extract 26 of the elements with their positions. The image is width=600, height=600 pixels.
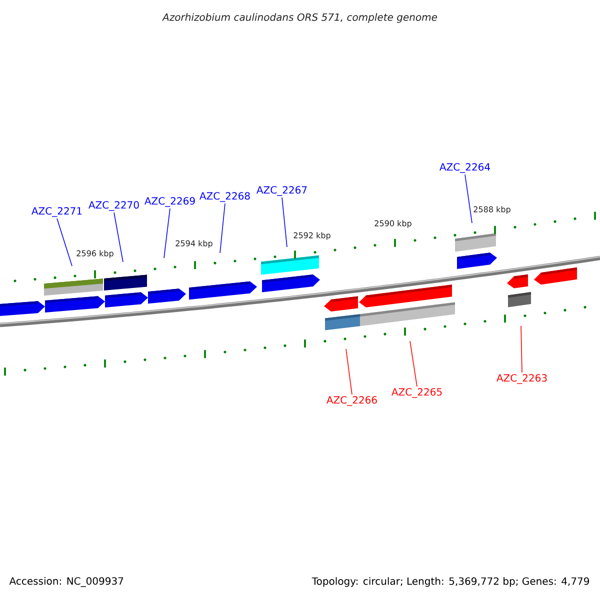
title: Azorhizobium caulinodans ORS 571, complete genome bbox=[162, 13, 438, 23]
gene-label: AZC_2265 bbox=[392, 388, 442, 398]
gene-label: AZC_2267 bbox=[256, 186, 307, 196]
gene-label: AZC_2271 bbox=[32, 207, 82, 217]
gene-label: AZC_2268 bbox=[200, 192, 250, 202]
scale-label: 2592 kbp bbox=[294, 232, 330, 240]
leader-line bbox=[346, 348, 352, 395]
leader-line bbox=[56, 218, 72, 266]
gene-label: AZC_2269 bbox=[144, 197, 195, 207]
gene-label: AZC_2266 bbox=[326, 396, 377, 406]
leader-line bbox=[282, 197, 288, 248]
scale-label: 2596 kbp bbox=[76, 250, 114, 258]
scale-label: 2588 kbp bbox=[474, 206, 510, 214]
footer-text: Topology: circular; Length: 5,369,772 bp; Genes: 4,779 bbox=[312, 577, 590, 587]
leader-line bbox=[114, 212, 124, 262]
gene-label: AZC_2270 bbox=[88, 201, 139, 211]
footer-text: Accession: NC_009937 bbox=[9, 577, 124, 587]
leader-line bbox=[164, 208, 170, 258]
scale-label: 2590 kbp bbox=[374, 220, 412, 228]
leader-line bbox=[464, 174, 472, 224]
scale-label: 2594 kbp bbox=[176, 240, 212, 248]
gene-label: AZC_2264 bbox=[440, 163, 490, 173]
gene-label: AZC_2263 bbox=[496, 374, 547, 384]
leader-line bbox=[410, 340, 418, 387]
leader-line bbox=[520, 326, 522, 373]
leader-line bbox=[220, 203, 226, 254]
